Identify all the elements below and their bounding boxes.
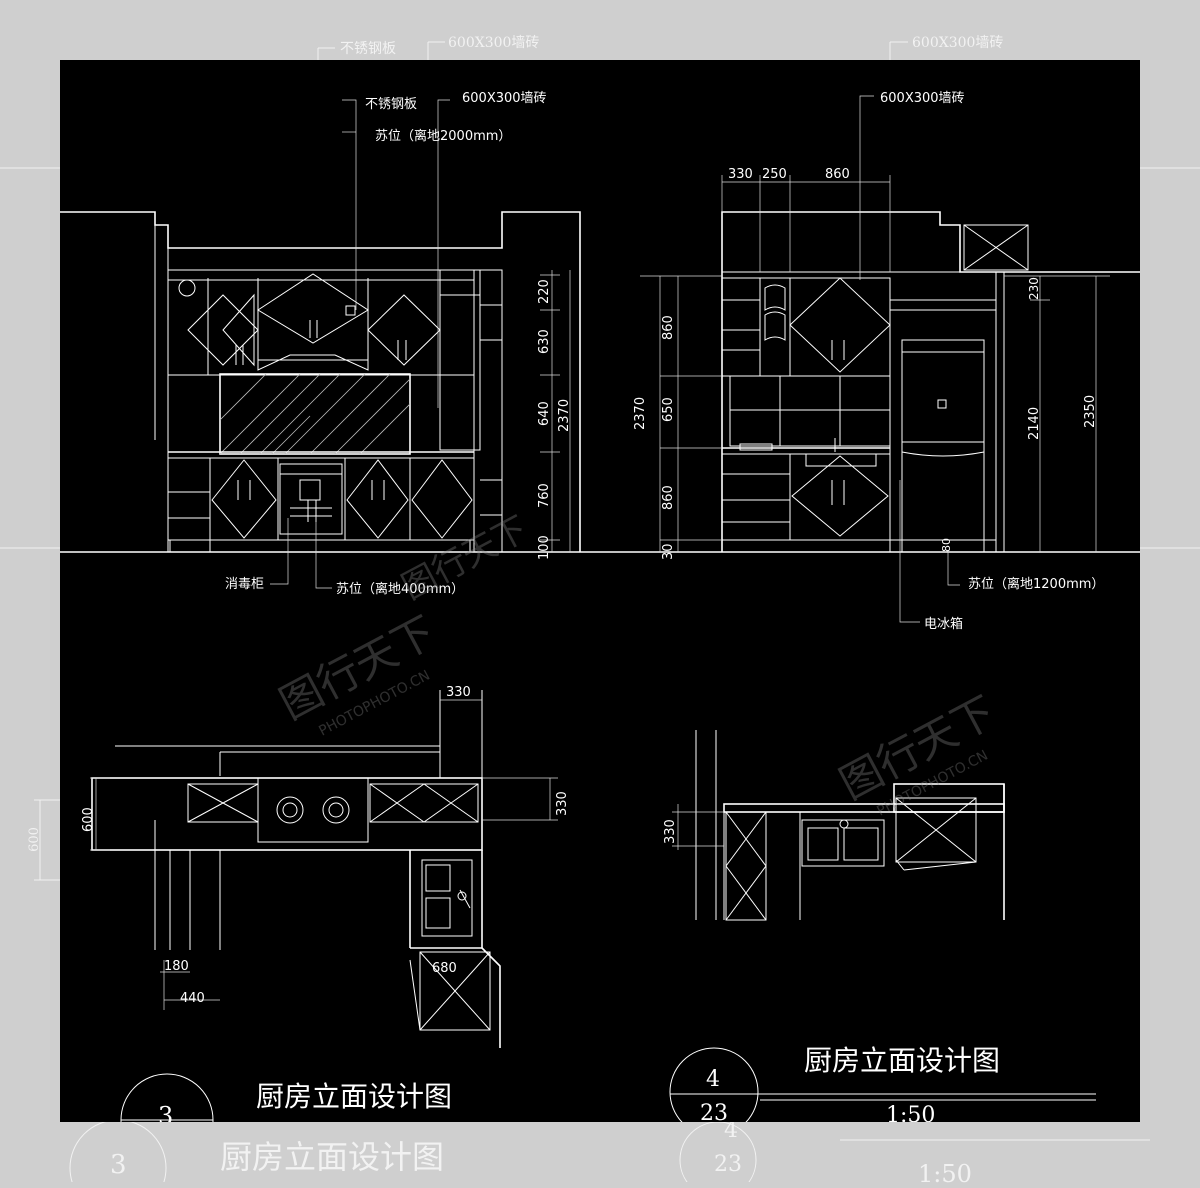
bg-tile-label-right: 600X300墙砖 (912, 35, 1004, 51)
dim-2370-left: 2370 (557, 399, 572, 432)
callout-socket-1200: 苏位（离地1200mm） (968, 576, 1104, 592)
left-elevation: 不锈钢板 600X300墙砖 苏位（离地2000mm） 消毒柜 苏位（离地400… (60, 91, 1140, 597)
bg-steel-label: 不锈钢板 (340, 41, 396, 57)
watermark: 图行天下 PHOTOPHOTO.CN 图行天下 PHOTOPHOTO.CN 图行… (272, 509, 1003, 820)
plan-dim-180: 180 (164, 959, 189, 974)
dim-630: 630 (537, 329, 552, 354)
title-block-right: 4 23 厨房立面设计图 1:50 (669, 1044, 1096, 1122)
callout-fridge: 电冰箱 (924, 616, 963, 632)
dim-100: 100 (537, 535, 552, 560)
bg-circle-number-right-bottom: 23 (714, 1152, 742, 1177)
right-plan: 330 (663, 730, 1005, 921)
callout-wall-tile-left: 600X300墙砖 (462, 91, 547, 106)
dim-760: 760 (537, 483, 552, 508)
dim-860-upper: 860 (661, 315, 676, 340)
plan-dim-330-right: 330 (555, 791, 570, 816)
title-block-left: 3 厨房立面设计图 (120, 1073, 452, 1122)
watermark-cn-3: 图行天下 (395, 509, 534, 608)
plan-dim-440: 440 (180, 991, 205, 1006)
dim-330-top: 330 (728, 167, 753, 182)
bg-circle-number-right-top: 4 (724, 1118, 738, 1143)
title-right-number-top: 4 (706, 1067, 720, 1092)
title-right-number-bottom: 23 (700, 1101, 728, 1122)
dim-860-top: 860 (825, 167, 850, 182)
dim-2140: 2140 (1027, 407, 1042, 440)
plan-dim-600: 600 (81, 807, 96, 832)
title-right-text: 厨房立面设计图 (804, 1044, 1000, 1077)
plan-right-dim-330: 330 (663, 819, 678, 844)
callout-wall-tile-right: 600X300墙砖 (880, 91, 965, 106)
callout-steel-plate: 不锈钢板 (365, 97, 417, 112)
cad-drawing: 不锈钢板 600X300墙砖 苏位（离地2000mm） 消毒柜 苏位（离地400… (60, 91, 1140, 1122)
bg-circle-number: 3 (110, 1150, 127, 1180)
callout-socket-2000: 苏位（离地2000mm） (375, 128, 511, 144)
title-left-text: 厨房立面设计图 (256, 1080, 452, 1113)
dim-230: 230 (1027, 277, 1041, 300)
dim-2350: 2350 (1083, 395, 1098, 428)
label-80: 80 (940, 538, 953, 552)
bg-tile-label-left: 600X300墙砖 (448, 35, 540, 51)
dim-2370-right: 2370 (633, 397, 648, 430)
cad-drawing-canvas: 不锈钢板 600X300墙砖 苏位（离地2000mm） 消毒柜 苏位（离地400… (60, 60, 1140, 1122)
left-plan: 330 330 600 180 440 680 (81, 685, 570, 1048)
plan-dim-330-top: 330 (446, 685, 471, 700)
dim-650: 650 (661, 397, 676, 422)
dim-220: 220 (537, 279, 552, 304)
callout-disinfect-cabinet: 消毒柜 (225, 577, 264, 592)
dim-30: 30 (661, 543, 676, 560)
dim-250-top: 250 (762, 167, 787, 182)
right-elevation: 330 250 860 (633, 91, 1140, 632)
plan-dim-680: 680 (432, 961, 457, 976)
callout-socket-400: 苏位（离地400mm） (336, 581, 464, 597)
title-right-scale: 1:50 (886, 1103, 935, 1122)
title-left-number: 3 (158, 1102, 173, 1122)
dim-860-lower: 860 (661, 485, 676, 510)
dim-640: 640 (537, 401, 552, 426)
bg-title: 厨房立面设计图 (220, 1138, 445, 1176)
